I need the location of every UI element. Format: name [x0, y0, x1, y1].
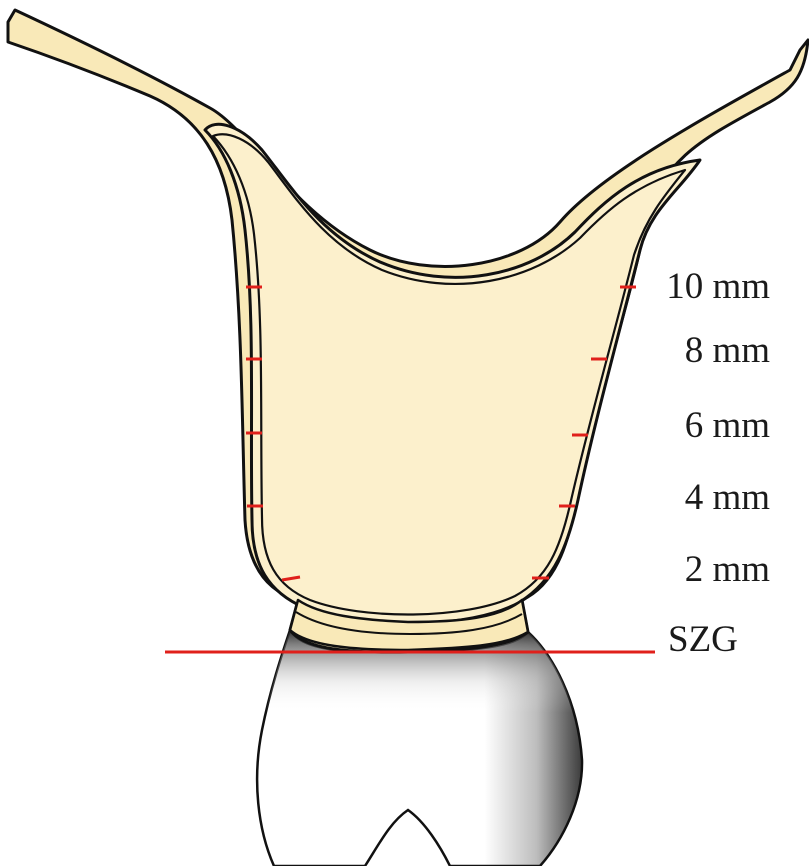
level-label-6mm: 6 mm — [685, 405, 771, 446]
level-label-4mm: 4 mm — [685, 477, 771, 518]
socket-cavity — [205, 124, 700, 624]
tooth — [257, 630, 582, 866]
level-label-8mm: 8 mm — [685, 330, 771, 371]
level-label-10mm: 10 mm — [666, 266, 770, 307]
level-label-2mm: 2 mm — [685, 549, 771, 590]
szg-label: SZG — [668, 619, 738, 660]
tooth-crown-shadow — [257, 630, 582, 866]
level-labels: 10 mm 8 mm 6 mm 4 mm 2 mm SZG — [666, 266, 770, 660]
